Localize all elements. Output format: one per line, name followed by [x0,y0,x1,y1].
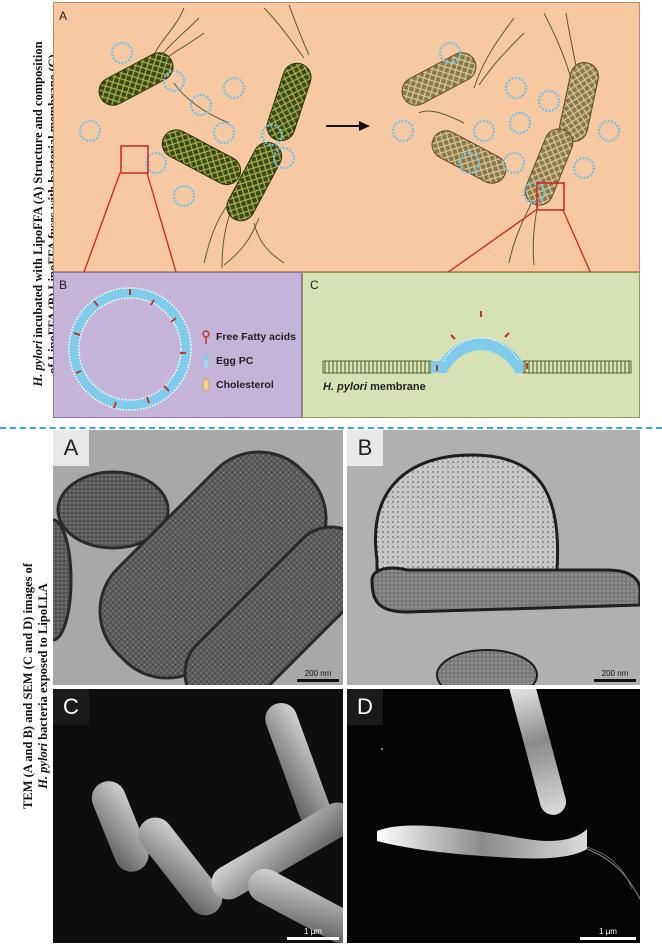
schematic-panel-b: B Free Fatty acids Egg PC Cholesterol [53,272,302,418]
sem-d-micrograph [377,689,640,900]
membrane-fusion-diagram [322,311,632,374]
tem-image-b: B 200 nm [347,430,640,685]
liposome-bilayer-diagram [68,287,192,411]
tem-b-scalebar: 200 nm [594,669,636,682]
legend-item-egg-pc: Egg PC [202,349,296,373]
sem-d-label: D [347,689,383,725]
sem-c-micrograph [91,702,343,943]
egg-pc-icon [203,354,209,368]
membrane-label: H. pylori membrane [323,381,426,393]
fatty-acid-icon [202,330,210,344]
sem-image-c: C 1 μm [53,689,343,943]
tem-b-micrograph [347,430,640,685]
tem-a-scalebar: 200 nm [297,669,339,682]
sem-d-scalebar: 1 μm [580,927,636,940]
schematic-panel-a: A [53,2,640,272]
tem-b-label: B [347,430,383,466]
composition-legend: Free Fatty acids Egg PC Cholesterol [202,325,296,397]
sem-c-scalebar: 1 μm [287,927,339,940]
tem-a-label: A [53,430,89,466]
tem-a-micrograph [53,430,343,685]
bottom-figure-caption: TEM (A and B) and SEM (C and D) images o… [21,563,50,809]
panel-c-label: C [310,278,319,292]
schematic-panel-c: C H. pylori membrane [302,272,640,418]
legend-item-fatty-acids: Free Fatty acids [202,325,296,349]
bacteria-liposome-illustration [78,4,621,269]
cholesterol-icon [202,378,210,392]
legend-item-cholesterol: Cholesterol [202,373,296,397]
panel-a-label: A [59,9,68,23]
sem-image-d: D 1 μm [347,689,640,943]
tem-image-a: A 200 nm [53,430,343,685]
panel-b-label: B [59,278,68,292]
section-divider [0,427,662,429]
sem-c-label: C [53,689,89,725]
